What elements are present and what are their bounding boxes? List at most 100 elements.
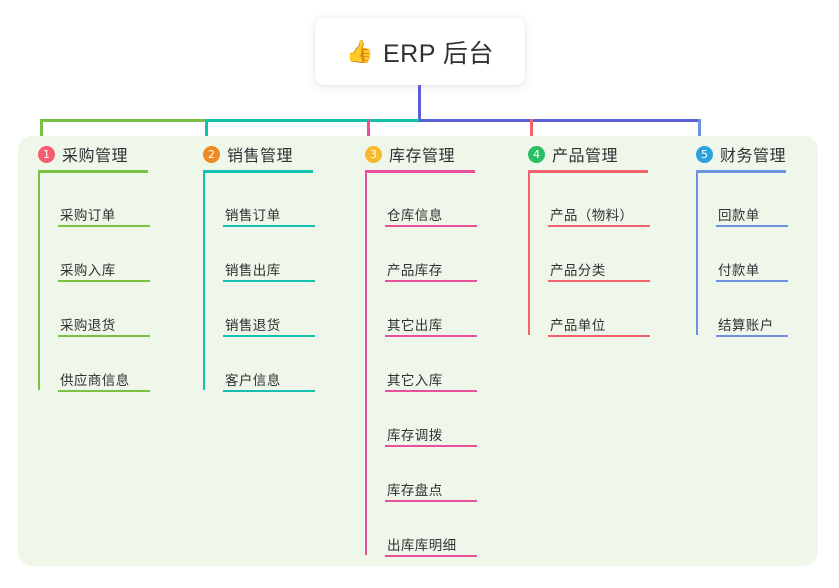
module-item[interactable]: 采购退货 (38, 314, 168, 338)
module-item-label: 产品（物料） (550, 208, 634, 223)
module-item[interactable]: 产品单位 (528, 314, 668, 338)
thumbs-up-icon: 👍 (346, 38, 374, 64)
module-header-rule (365, 170, 475, 173)
module-item[interactable]: 库存盘点 (365, 479, 495, 503)
module-item-label: 仓库信息 (387, 208, 443, 223)
module-item[interactable]: 其它入库 (365, 369, 495, 393)
module-item[interactable]: 回款单 (696, 204, 806, 228)
module-badge-5: 5 (696, 145, 713, 163)
module-item-rule (223, 280, 315, 282)
module-item-rule (548, 280, 650, 282)
module-item[interactable]: 产品（物料） (528, 204, 668, 228)
module-item-label: 采购退货 (60, 318, 116, 333)
module-header-rule (528, 170, 648, 173)
module-item[interactable]: 销售订单 (203, 204, 333, 228)
module-title-label: 财务管理 (720, 148, 787, 165)
module-item-rule (548, 335, 650, 337)
module-item[interactable]: 出库库明细 (365, 534, 495, 558)
module-column-产品管理: 4 产品管理产品（物料） 产品分类产品单位 (528, 136, 688, 566)
module-item-rule (58, 280, 150, 282)
module-header-财务管理[interactable]: 5 财务管理 (696, 142, 786, 166)
module-badge-1: 1 (38, 145, 55, 163)
module-item[interactable]: 付款单 (696, 259, 806, 283)
module-item-label: 库存调拨 (387, 428, 443, 443)
root-node-title-wrap: 👍 ERP 后台 (346, 34, 494, 70)
module-item-label: 产品库存 (387, 263, 443, 278)
module-title-label: 采购管理 (62, 148, 129, 165)
module-item-label: 供应商信息 (60, 373, 130, 388)
module-item[interactable]: 库存调拨 (365, 424, 495, 448)
module-item-label: 库存盘点 (387, 483, 443, 498)
module-item[interactable]: 采购入库 (38, 259, 168, 283)
module-item-label: 其它入库 (387, 373, 443, 388)
module-item[interactable]: 产品库存 (365, 259, 495, 283)
module-item-label: 其它出库 (387, 318, 443, 333)
module-item-label: 采购订单 (60, 208, 116, 223)
module-header-rule (38, 170, 148, 173)
module-item[interactable]: 销售出库 (203, 259, 333, 283)
module-stem (203, 170, 205, 390)
root-node-label: ERP 后台 (383, 39, 494, 68)
module-header-rule (696, 170, 786, 173)
module-title-label: 库存管理 (389, 148, 456, 165)
module-item-rule (385, 555, 477, 557)
module-item-label: 结算账户 (718, 318, 774, 333)
module-item-label: 出库库明细 (387, 538, 457, 553)
module-item[interactable]: 产品分类 (528, 259, 668, 283)
module-item-label: 销售订单 (225, 208, 281, 223)
module-column-采购管理: 1 采购管理采购订单采购入库采购退货供应商信息 (38, 136, 188, 566)
module-item-label: 产品分类 (550, 263, 606, 278)
module-stem (696, 170, 698, 335)
module-item-rule (385, 445, 477, 447)
module-item[interactable]: 仓库信息 (365, 204, 495, 228)
module-title-label: 产品管理 (552, 148, 619, 165)
module-item-rule (385, 225, 477, 227)
module-item-label: 回款单 (718, 208, 760, 223)
module-item-label: 销售退货 (225, 318, 281, 333)
module-item[interactable]: 其它出库 (365, 314, 495, 338)
module-column-销售管理: 2 销售管理销售订单销售出库销售退货客户信息 (203, 136, 353, 566)
module-item-rule (385, 500, 477, 502)
module-badge-3: 3 (365, 145, 382, 163)
module-header-销售管理[interactable]: 2 销售管理 (203, 142, 293, 166)
connector-hbar-left (40, 119, 205, 122)
connector-trunk-vertical (418, 85, 421, 122)
module-item-label: 产品单位 (550, 318, 606, 333)
module-item-rule (223, 390, 315, 392)
module-column-财务管理: 5 财务管理回款单付款单结算账户 (696, 136, 826, 566)
module-item-label: 采购入库 (60, 263, 116, 278)
module-stem (528, 170, 530, 335)
module-header-库存管理[interactable]: 3 库存管理 (365, 142, 455, 166)
module-item-rule (223, 335, 315, 337)
module-item[interactable]: 客户信息 (203, 369, 333, 393)
module-item[interactable]: 销售退货 (203, 314, 333, 338)
module-item-label: 销售出库 (225, 263, 281, 278)
module-item-rule (223, 225, 315, 227)
module-column-库存管理: 3 库存管理仓库信息产品库存其它出库其它入库库存调拨库存盘点出库库明细 (365, 136, 515, 566)
module-item-rule (58, 390, 150, 392)
module-badge-4: 4 (528, 145, 545, 163)
module-item-rule (58, 335, 150, 337)
module-item[interactable]: 结算账户 (696, 314, 806, 338)
module-header-采购管理[interactable]: 1 采购管理 (38, 142, 128, 166)
module-item-rule (385, 335, 477, 337)
module-header-rule (203, 170, 313, 173)
module-badge-2: 2 (203, 145, 220, 163)
module-item-rule (548, 225, 650, 227)
module-item[interactable]: 供应商信息 (38, 369, 168, 393)
module-item-rule (385, 390, 477, 392)
module-stem (365, 170, 367, 555)
module-title-label: 销售管理 (227, 148, 294, 165)
modules-panel (18, 136, 818, 566)
module-item[interactable]: 采购订单 (38, 204, 168, 228)
module-item-rule (385, 280, 477, 282)
module-item-label: 付款单 (718, 263, 760, 278)
connector-hbar-right (419, 119, 701, 122)
module-item-rule (716, 335, 788, 337)
module-item-rule (716, 225, 788, 227)
module-item-rule (716, 280, 788, 282)
module-header-产品管理[interactable]: 4 产品管理 (528, 142, 618, 166)
root-node-card[interactable]: 👍 ERP 后台 (315, 18, 525, 85)
module-item-label: 客户信息 (225, 373, 281, 388)
